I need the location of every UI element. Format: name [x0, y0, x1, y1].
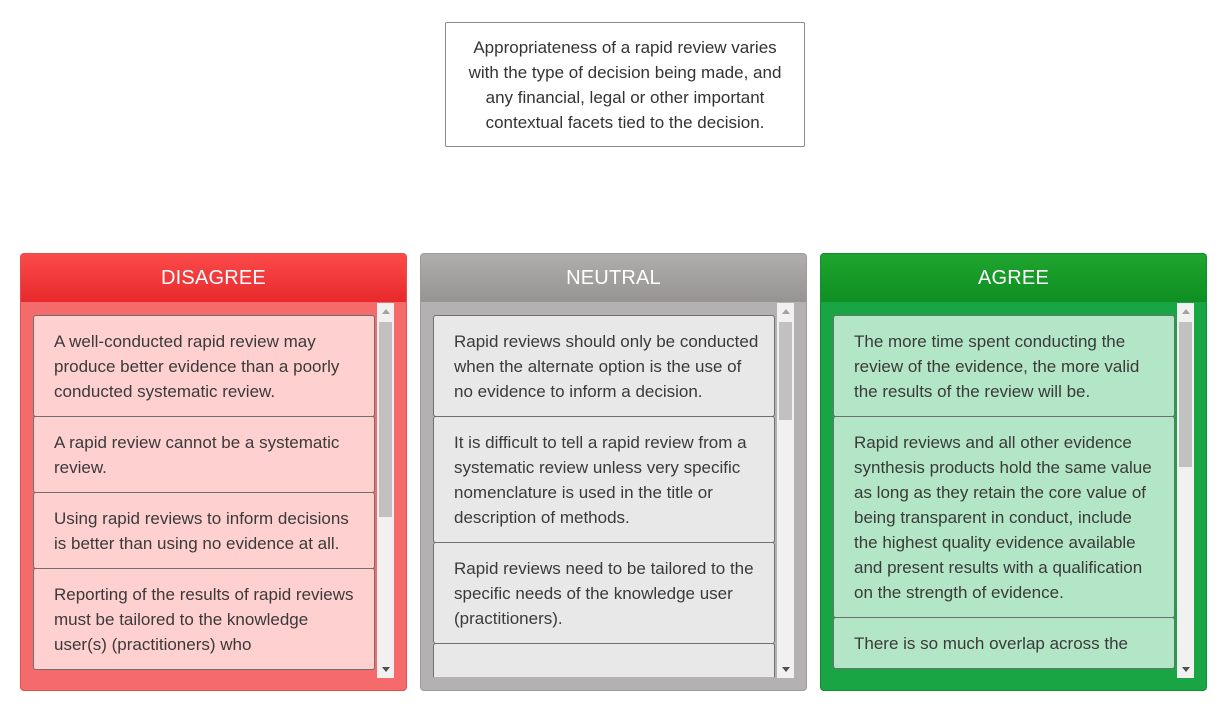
- scroll-up-arrow-icon[interactable]: [777, 303, 794, 320]
- statement-card[interactable]: Appropriateness of a rapid review varies…: [445, 22, 805, 147]
- statement-card-agree-1[interactable]: The more time spent conducting the revie…: [833, 315, 1175, 417]
- statement-card-neutral-1[interactable]: Rapid reviews should only be conducted w…: [433, 315, 775, 417]
- statement-card-neutral-3[interactable]: Rapid reviews need to be tailored to the…: [433, 542, 775, 644]
- neutral-header: NEUTRAL: [421, 254, 806, 302]
- statement-card-disagree-1[interactable]: A well-conducted rapid review may produc…: [33, 315, 375, 417]
- agree-scrollbar[interactable]: [1177, 303, 1194, 678]
- scroll-up-arrow-icon[interactable]: [1177, 303, 1194, 320]
- statement-card-agree-3[interactable]: There is so much overlap across the: [833, 617, 1175, 669]
- disagree-header: DISAGREE: [21, 254, 406, 302]
- statement-card-neutral-4[interactable]: [433, 643, 775, 677]
- agree-header: AGREE: [821, 254, 1206, 302]
- scroll-down-arrow-icon[interactable]: [1177, 661, 1194, 678]
- statement-card-disagree-3[interactable]: Using rapid reviews to inform decisions …: [33, 492, 375, 569]
- statement-card-agree-2[interactable]: Rapid reviews and all other evidence syn…: [833, 416, 1175, 618]
- disagree-scroll-thumb[interactable]: [379, 322, 392, 517]
- neutral-scrollbar[interactable]: [777, 303, 794, 678]
- neutral-card-list[interactable]: Rapid reviews should only be conducted w…: [433, 315, 775, 677]
- disagree-card-list[interactable]: A well-conducted rapid review may produc…: [33, 315, 375, 677]
- scroll-up-arrow-icon[interactable]: [377, 303, 394, 320]
- agree-column[interactable]: AGREE The more time spent conducting the…: [820, 253, 1207, 691]
- scroll-down-arrow-icon[interactable]: [777, 661, 794, 678]
- neutral-column[interactable]: NEUTRAL Rapid reviews should only be con…: [420, 253, 807, 691]
- statement-text: Appropriateness of a rapid review varies…: [468, 37, 782, 132]
- disagree-scrollbar[interactable]: [377, 303, 394, 678]
- scroll-down-arrow-icon[interactable]: [377, 661, 394, 678]
- agree-scroll-thumb[interactable]: [1179, 322, 1192, 467]
- neutral-scroll-thumb[interactable]: [779, 322, 792, 420]
- agree-card-list[interactable]: The more time spent conducting the revie…: [833, 315, 1175, 677]
- disagree-column[interactable]: DISAGREE A well-conducted rapid review m…: [20, 253, 407, 691]
- statement-card-disagree-4[interactable]: Reporting of the results of rapid review…: [33, 568, 375, 670]
- statement-card-disagree-2[interactable]: A rapid review cannot be a systematic re…: [33, 416, 375, 493]
- statement-card-neutral-2[interactable]: It is difficult to tell a rapid review f…: [433, 416, 775, 543]
